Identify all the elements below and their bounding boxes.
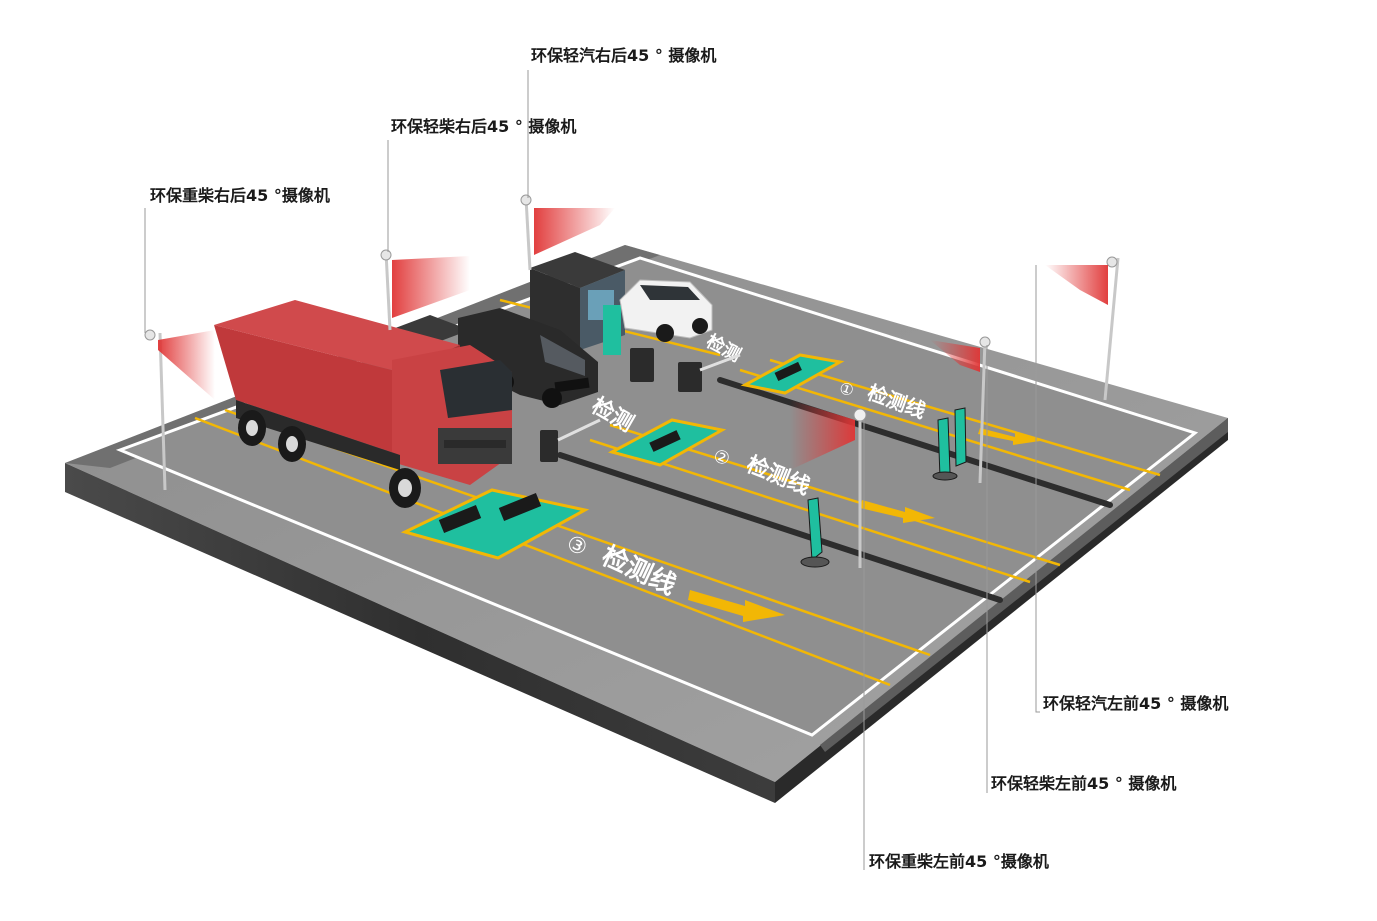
inspection-platforms (400, 353, 845, 560)
camera-poles (144, 194, 1120, 568)
label-light-diesel-front-left-camera: 环保轻柴左前45 ° 摄像机 (991, 774, 1177, 793)
label-heavy-diesel-rear-right-camera: 环保重柴右后45 °摄像机 (150, 186, 330, 205)
lane-1-number: ① (837, 378, 857, 401)
sensor-stands (800, 407, 967, 568)
label-light-diesel-rear-right-camera: 环保轻柴右后45 ° 摄像机 (391, 117, 577, 136)
platform-lane-1 (740, 353, 845, 395)
pole-light-gas-front-left (1045, 256, 1120, 401)
lane-2-number: ② (710, 445, 733, 471)
booth-rear (530, 252, 625, 355)
leader-lines (144, 70, 1040, 870)
label-light-gas-front-left-camera: 环保轻汽左前45 ° 摄像机 (1043, 694, 1229, 713)
platform-lane-3 (400, 488, 590, 560)
white-suv (619, 279, 713, 342)
red-dump-truck (214, 300, 512, 508)
lane-dividers (557, 377, 1113, 603)
barrier-gates (540, 348, 741, 462)
pole-heavy-diesel-rear-right (144, 329, 215, 491)
label-light-gas-rear-right-camera: 环保轻汽右后45 ° 摄像机 (531, 46, 717, 65)
pole-light-diesel-front-left (930, 336, 991, 484)
platform-lane-2 (607, 418, 727, 467)
label-heavy-diesel-front-left-camera: 环保重柴左前45 °摄像机 (869, 852, 1049, 871)
pole-heavy-diesel-front-left (790, 400, 867, 568)
pole-light-diesel-rear-right (380, 249, 470, 331)
direction-arrows (688, 428, 1040, 622)
